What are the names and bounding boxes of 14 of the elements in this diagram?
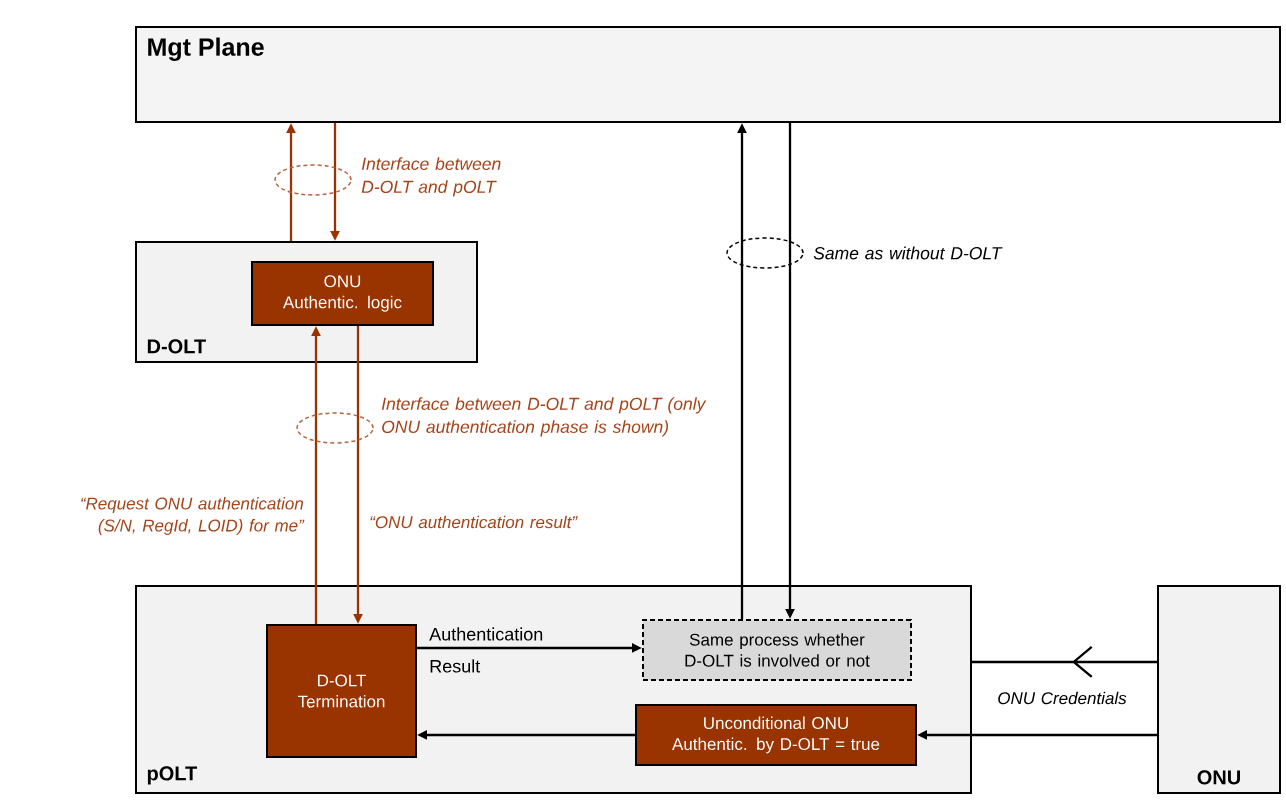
edge-label: Authentication Result [429, 627, 543, 673]
process-box: Unconditional ONU Authentic. by D-OLT = true [635, 704, 917, 766]
edge-label: “Request ONU authentication (S/N, RegId, LOID) for me” [81, 497, 305, 535]
edge-label: “ONU authentication result” [370, 515, 578, 529]
onu-box: ONU [1157, 585, 1281, 794]
process-box: Same process whether D-OLT is involved or not [642, 619, 912, 681]
bundle-callout: Interface between D-OLT and pOLT [274, 157, 501, 197]
bundle-callout: Same as without D-OLT [726, 237, 1003, 269]
bundle-callout: Interface between D-OLT and pOLT (only ONU authentication phase is shown) [296, 397, 707, 444]
logic-box: ONU Authentic. logic [251, 261, 434, 326]
arrow [970, 645, 1159, 679]
edge-label: ONU Credentials [998, 691, 1127, 705]
plane-box: Mgt Plane [135, 26, 1281, 123]
termination-box: D-OLT Termination [266, 624, 417, 758]
